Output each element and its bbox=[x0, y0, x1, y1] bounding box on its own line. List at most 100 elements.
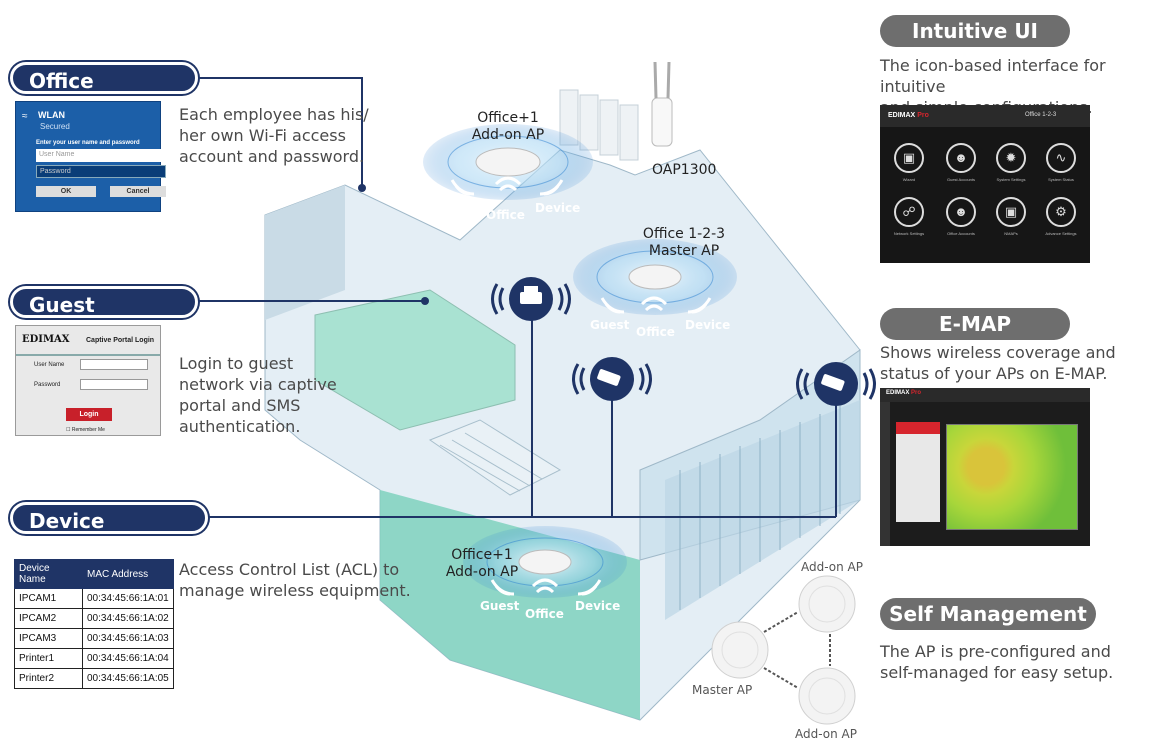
office-network-description: Each employee has his/ her own Wi-Fi acc… bbox=[179, 104, 369, 167]
guest-network-title: Guest Network bbox=[10, 286, 198, 349]
captive-portal-panel: EDIMAX Captive Portal Login User Name Pa… bbox=[15, 325, 161, 436]
acl-cell-mac: 00:34:45:66:1A:05 bbox=[82, 668, 174, 689]
portal-password-input[interactable] bbox=[80, 379, 148, 390]
office-network-title: Office Network bbox=[10, 62, 198, 125]
advance-settings-icon[interactable]: ⚙ bbox=[1046, 197, 1076, 227]
camera-icon-center bbox=[572, 357, 652, 401]
ssid-guest-bottom: Guest bbox=[480, 599, 520, 613]
wlan-prompt: Enter your user name and password bbox=[36, 140, 140, 146]
portal-password-label: Password bbox=[34, 382, 61, 388]
office-desc-line2: her own Wi-Fi access bbox=[179, 126, 346, 145]
ssid-guest-master: Guest bbox=[590, 318, 630, 332]
wlan-ok-button[interactable]: OK bbox=[36, 186, 96, 197]
ap-top-line1: Office+1 bbox=[477, 110, 539, 126]
ssid-wifi-icons bbox=[450, 176, 712, 596]
portal-title: Captive Portal Login bbox=[86, 337, 155, 344]
ssid-device-top: Device bbox=[535, 201, 581, 215]
ssid-guest-top: Guest bbox=[440, 201, 480, 215]
camera-icon-right bbox=[796, 362, 876, 406]
network-settings-icon[interactable]: ☍ bbox=[894, 197, 924, 227]
ap-bottom-line1: Office+1 bbox=[451, 547, 513, 563]
table-row: Printer1 00:34:45:66:1A:04 bbox=[14, 648, 174, 669]
acl-cell-device: IPCAM1 bbox=[14, 588, 83, 609]
ui-icon-label: Office Accounts bbox=[947, 231, 975, 236]
wlan-login-panel: ≈ WLAN Secured Enter your user name and … bbox=[15, 101, 166, 212]
wlan-username-input[interactable]: User Name bbox=[36, 149, 166, 162]
acl-cell-device: Printer2 bbox=[14, 668, 83, 689]
acl-cell-mac: 00:34:45:66:1A:01 bbox=[82, 588, 174, 609]
portal-username-label: User Name bbox=[34, 362, 65, 368]
guest-accounts-icon[interactable]: ☻ bbox=[946, 143, 976, 173]
emap-heatmap bbox=[946, 424, 1078, 530]
ap-bottom-label: Office+1 Add-on AP bbox=[432, 547, 532, 581]
connector-lines bbox=[198, 77, 837, 518]
ui-icon-label: Advance Settings bbox=[1045, 231, 1077, 236]
system-settings-icon[interactable]: ✹ bbox=[996, 143, 1026, 173]
wlan-cancel-button[interactable]: Cancel bbox=[110, 186, 166, 197]
ssid-device-master: Device bbox=[685, 318, 731, 332]
device-network-title: Device Network bbox=[10, 502, 208, 565]
wizard-icon[interactable]: ▣ bbox=[894, 143, 924, 173]
wifi-icon: ≈ bbox=[22, 111, 28, 122]
node-top-label: Add-on AP bbox=[801, 560, 863, 574]
wlan-password-input[interactable]: Password bbox=[36, 165, 166, 178]
guest-desc-line2: network via captive bbox=[179, 375, 337, 394]
ui-icon-label: Network Settings bbox=[893, 231, 925, 236]
self-management-description: The AP is pre-configured and self-manage… bbox=[880, 641, 1113, 683]
ssid-office-bottom: Office bbox=[525, 607, 564, 621]
acl-header-row: Device Name MAC Address bbox=[14, 559, 174, 589]
ssid-office-top: Office bbox=[486, 208, 525, 222]
acl-cell-device: IPCAM3 bbox=[14, 628, 83, 649]
guest-desc-line3: portal and SMS bbox=[179, 396, 301, 415]
emap-topbar bbox=[880, 388, 1090, 402]
ap-coverage-top bbox=[423, 124, 593, 200]
acl-cell-device: IPCAM2 bbox=[14, 608, 83, 629]
ap-coverage-master bbox=[573, 239, 737, 315]
node-bottom-label: Add-on AP bbox=[795, 727, 857, 741]
ap-master-line1: Office 1-2-3 bbox=[642, 226, 726, 242]
ap-master-label: Office 1-2-3 Master AP bbox=[634, 226, 734, 260]
self-management-title: Self Management bbox=[880, 598, 1096, 630]
ap-top-line2: Add-on AP bbox=[471, 127, 545, 143]
system-status-icon[interactable]: ∿ bbox=[1046, 143, 1076, 173]
nmaps-icon[interactable]: ▣ bbox=[996, 197, 1026, 227]
portal-login-button[interactable]: Login bbox=[66, 408, 112, 421]
portal-remember-checkbox[interactable]: ☐ Remember Me bbox=[66, 427, 105, 433]
office-desc-line3: account and password. bbox=[179, 147, 365, 166]
ui-icon-label: System Settings bbox=[996, 177, 1026, 182]
emap-desc-line2: status of your APs on E-MAP. bbox=[880, 364, 1108, 383]
emap-ap-list bbox=[896, 422, 940, 522]
ap-master-line2: Master AP bbox=[648, 243, 720, 259]
ap-top-label: Office+1 Add-on AP bbox=[458, 110, 558, 144]
self-desc-line1: The AP is pre-configured and bbox=[880, 642, 1111, 661]
ui-brand-suffix: Pro bbox=[917, 112, 929, 119]
ui-topbar bbox=[880, 105, 1090, 127]
acl-header-device: Device Name bbox=[14, 559, 83, 589]
device-desc-line2: manage wireless equipment. bbox=[179, 581, 411, 600]
ui-desc-line1: The icon-based interface for intuitive bbox=[880, 56, 1106, 96]
acl-cell-mac: 00:34:45:66:1A:02 bbox=[82, 608, 174, 629]
ap-coverage-bottom bbox=[463, 526, 627, 598]
ui-icon-label: NMAPs bbox=[1004, 231, 1018, 236]
emap-title: E-MAP bbox=[880, 308, 1070, 340]
acl-cell-device: Printer1 bbox=[14, 648, 83, 669]
table-row: IPCAM1 00:34:45:66:1A:01 bbox=[14, 588, 174, 609]
ui-brand: EDIMAX Pro bbox=[888, 112, 929, 119]
emap-desc-line1: Shows wireless coverage and bbox=[880, 343, 1116, 362]
ssid-office-master: Office bbox=[636, 325, 675, 339]
portal-divider bbox=[16, 354, 160, 356]
ui-icon-label: System Status bbox=[1048, 177, 1074, 182]
ui-brand-name: EDIMAX bbox=[888, 112, 916, 119]
office-accounts-icon[interactable]: ☻ bbox=[946, 197, 976, 227]
guest-network-description: Login to guest network via captive porta… bbox=[179, 353, 337, 437]
emap-screenshot: EDIMAX Pro bbox=[880, 388, 1090, 546]
portal-username-input[interactable] bbox=[80, 359, 148, 370]
emap-brand-suffix: Pro bbox=[911, 390, 922, 396]
wlan-subheading: Secured bbox=[40, 122, 70, 131]
table-row: IPCAM2 00:34:45:66:1A:02 bbox=[14, 608, 174, 629]
self-management-diagram bbox=[711, 575, 856, 725]
emap-sidebar bbox=[880, 402, 890, 546]
printer-icon bbox=[491, 277, 571, 321]
acl-table: Device Name MAC Address IPCAM1 00:34:45:… bbox=[14, 559, 174, 689]
